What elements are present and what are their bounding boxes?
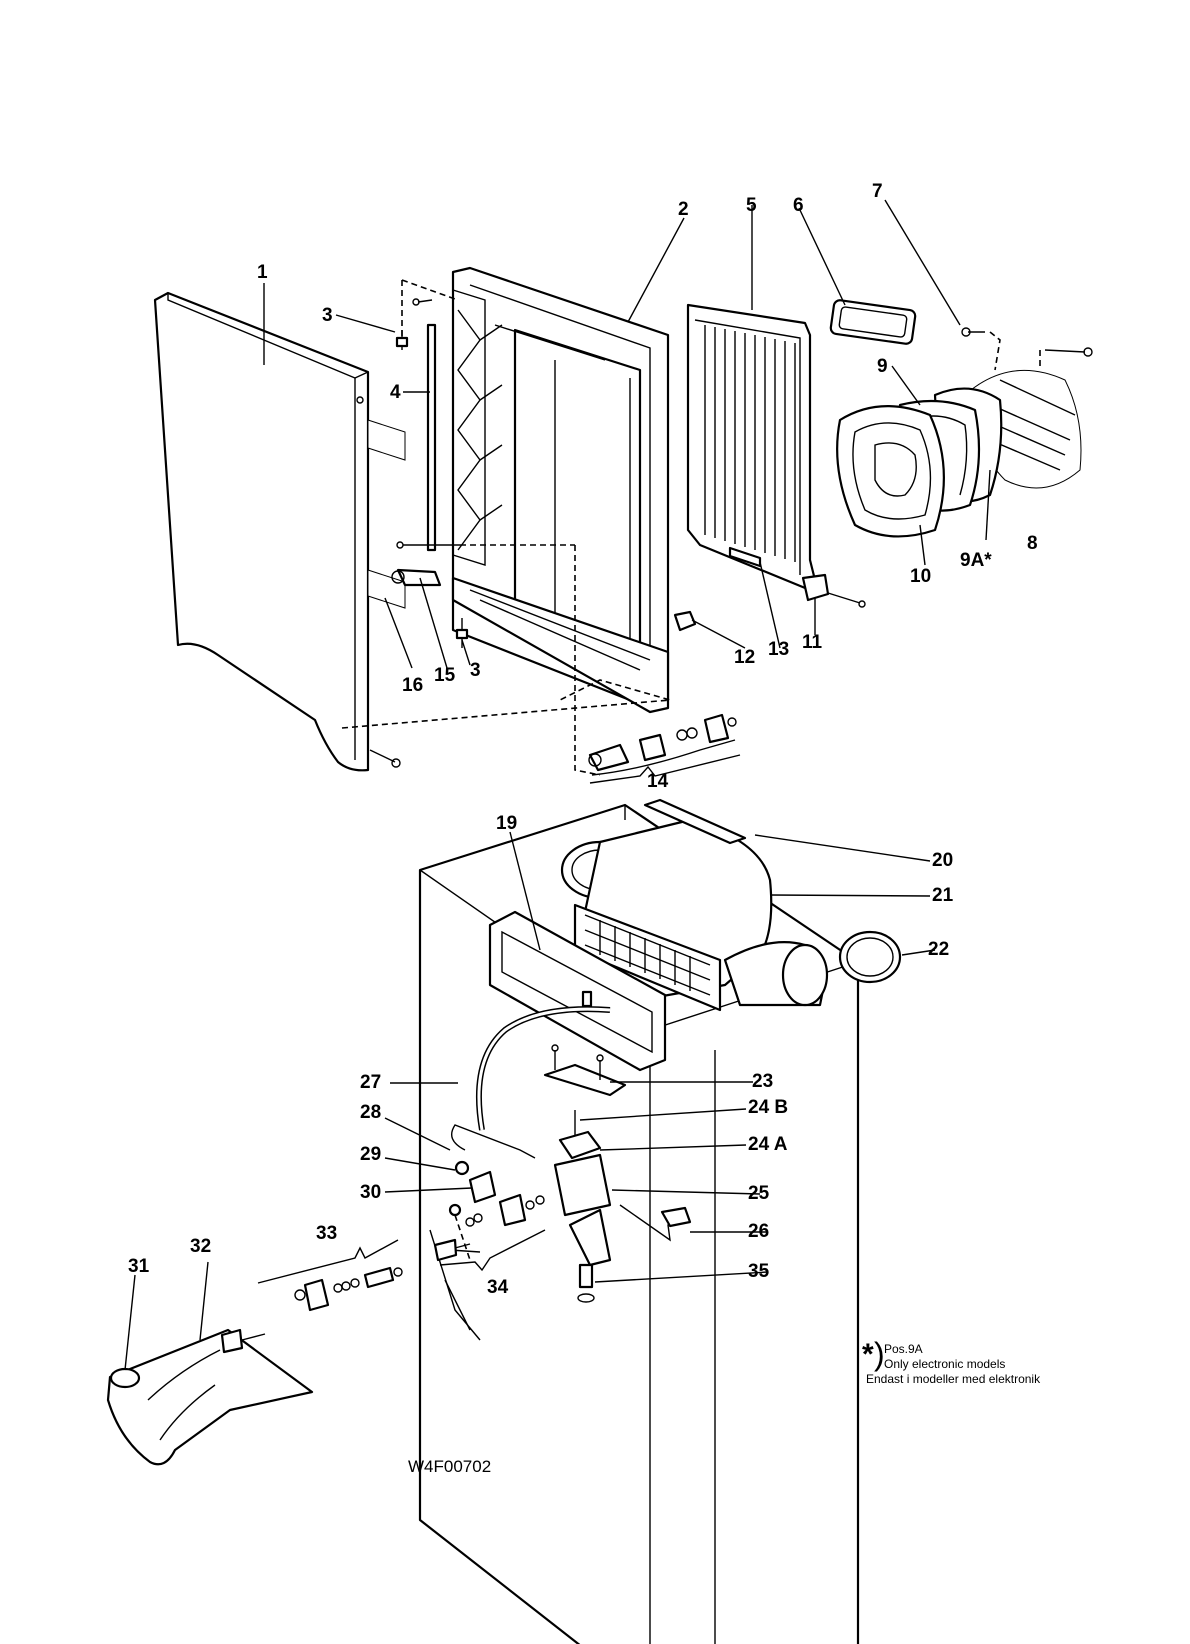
callout-23: 23 <box>752 1071 774 1092</box>
part-23-bracket <box>543 1044 627 1097</box>
screw-panel-bottom <box>369 749 401 768</box>
part-10-flange <box>836 405 945 538</box>
callout-9a: 9A* <box>960 550 992 571</box>
part-12-clip <box>673 610 697 632</box>
callout-7: 7 <box>872 181 883 202</box>
part-30-valve-body <box>468 1170 497 1204</box>
footnote-line-en: Only electronic models <box>884 1357 1006 1371</box>
part-13-seal <box>728 546 762 568</box>
footnote-line-sv: Endast i modeller med elektronik <box>866 1372 1041 1386</box>
part-2-front-frame <box>451 266 670 714</box>
callout-26: 26 <box>748 1221 770 1242</box>
part-14-valve-kit <box>588 713 737 776</box>
part-27-hose <box>475 1006 611 1131</box>
callout-20: 20 <box>932 850 954 871</box>
callout-22: 22 <box>928 939 950 960</box>
part-6-gasket <box>829 299 917 345</box>
callout-33: 33 <box>316 1223 338 1244</box>
callout-28: 28 <box>360 1102 382 1123</box>
callout-27: 27 <box>360 1072 382 1093</box>
callout-2: 2 <box>678 199 689 220</box>
callout-5: 5 <box>746 195 757 216</box>
part-29-nut <box>454 1160 470 1176</box>
callout-11: 11 <box>802 632 823 653</box>
part-20-strip <box>643 798 747 845</box>
callout-10: 10 <box>910 566 932 587</box>
part-22-ring <box>838 930 902 984</box>
part-15-clip <box>391 568 442 587</box>
callout-8: 8 <box>1027 533 1038 554</box>
asterisk-marker: * <box>862 1338 874 1371</box>
callout-15: 15 <box>434 665 456 686</box>
callout-32: 32 <box>190 1236 212 1257</box>
footnote-position: Pos.9A <box>884 1342 923 1356</box>
callout-21: 21 <box>932 885 954 906</box>
callout-34: 34 <box>487 1277 509 1298</box>
callout-12: 12 <box>734 647 756 668</box>
callout-13: 13 <box>768 639 790 660</box>
part-3-screw <box>395 298 469 648</box>
callout-35: 35 <box>748 1261 770 1282</box>
callout-29: 29 <box>360 1144 382 1165</box>
callout-1: 1 <box>257 262 268 283</box>
part-11-sensor <box>801 573 866 608</box>
callout-25: 25 <box>748 1183 770 1204</box>
callout-24a: 24 A <box>748 1134 788 1155</box>
part-35-nozzle <box>577 1263 595 1303</box>
part-5-heat-exchanger <box>686 303 817 592</box>
part-7-screw <box>961 327 1093 371</box>
part-1-side-panel <box>153 291 370 772</box>
drawing-code: W4F00702 <box>408 1457 492 1476</box>
leader-lines <box>124 199 991 1371</box>
part-28-tube <box>451 1124 536 1159</box>
callout-24b: 24 B <box>748 1097 789 1118</box>
callout-30: 30 <box>360 1182 382 1203</box>
part-19-gasket <box>488 910 667 1072</box>
part-32-control-panel-cover <box>106 1328 314 1466</box>
part-24a-electrode-block <box>558 1130 602 1160</box>
footnote-bracket: ) <box>874 1336 885 1372</box>
callout-16: 16 <box>402 675 424 696</box>
dashed-assembly-lines-lower <box>454 1214 471 1261</box>
part-31-knob <box>109 1367 141 1389</box>
callout-14: 14 <box>647 771 669 792</box>
callout-4: 4 <box>390 382 401 403</box>
part-4-rod <box>426 323 437 552</box>
footnote: * ) Pos.9A Only electronic models Endast… <box>862 1338 1102 1402</box>
part-16-bracket <box>367 419 406 609</box>
callout-6: 6 <box>793 195 804 216</box>
part-26-tube <box>619 1204 692 1242</box>
part-33-igniter-kit <box>294 1238 471 1312</box>
callout-31: 31 <box>128 1256 150 1277</box>
callout-3-lower: 3 <box>470 660 481 681</box>
callout-3: 3 <box>322 305 333 326</box>
callout-19: 19 <box>496 813 518 834</box>
part-25-burner-block <box>553 1153 612 1267</box>
callout-9: 9 <box>877 356 888 377</box>
